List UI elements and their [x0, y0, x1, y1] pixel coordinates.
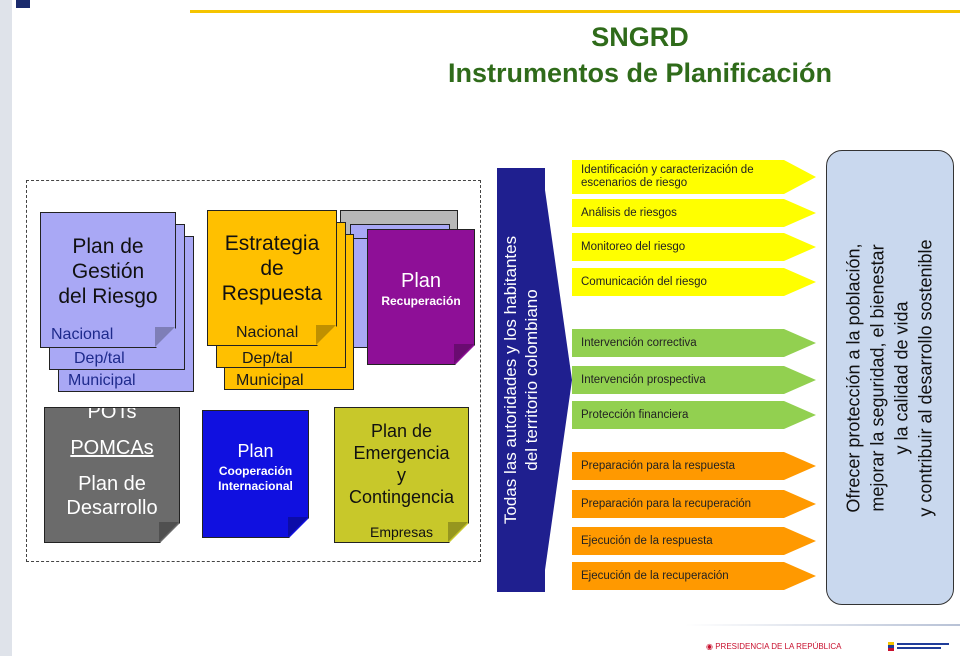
page-subtitle: Instrumentos de Planificación: [447, 58, 833, 88]
emergencia-line1: Plan de: [370, 421, 433, 441]
ordenamiento-line1: POTs: [87, 407, 137, 423]
process-identificacion: Identificación y caracterización de esce…: [572, 160, 816, 194]
ordenamiento-line2: POMCAs: [70, 437, 154, 459]
process-ejecucion-respuesta: Ejecución de la respuesta: [572, 527, 816, 555]
page-title: SNGRD: [591, 22, 689, 52]
emergencia-line2: Emergencia: [353, 443, 450, 463]
plan-gestion-line3: del Riesgo: [58, 285, 158, 308]
process-preparacion-recuperacion: Preparación para la recuperación: [572, 490, 816, 518]
goal-line2: mejorar la seguridad, el bienestar: [868, 243, 889, 512]
plan-recuperacion-line2: Recuperación: [381, 294, 461, 308]
emergencia-sub: Empresas: [369, 524, 434, 540]
footer-org-label: PRESIDENCIA DE LA REPÚBLICA: [715, 642, 842, 651]
plan-recuperacion-card: Plan Recuperación: [367, 229, 475, 365]
goal-line1: Ofrecer protección a la población,: [844, 242, 865, 513]
plan-recuperacion-line1: Plan: [400, 270, 442, 292]
process-intervencion-correctiva: Intervención correctiva: [572, 329, 816, 357]
plan-gestion-level-deptal: Dep/tal: [74, 350, 125, 367]
process-proteccion-financiera: Protección financiera: [572, 401, 816, 429]
goal-line4: y contribuir al desarrollo sostenible: [916, 238, 937, 517]
emergencia-line4: Contingencia: [348, 487, 455, 507]
plan-gestion-level-municipal: Municipal: [68, 372, 136, 389]
process-preparacion-respuesta: Preparación para la respuesta: [572, 452, 816, 480]
process-analisis: Análisis de riesgos: [572, 199, 816, 227]
ordenamiento-line3: Plan de: [78, 473, 146, 495]
process-monitoreo: Monitoreo del riesgo: [572, 233, 816, 261]
cooperacion-line2: Cooperación: [218, 464, 293, 478]
estrategia-line1: Estrategia: [224, 232, 320, 255]
left-rule: [0, 0, 12, 656]
audience-line2: del territorio colombiano: [522, 289, 541, 471]
process-intervencion-prospectiva: Intervención prospectiva: [572, 366, 816, 394]
cooperacion-card: Plan Cooperación Internacional: [202, 410, 309, 538]
plan-gestion-level-nacional: Nacional: [51, 326, 114, 343]
estrategia-level-municipal: Municipal: [236, 372, 304, 389]
estrategia-level-nacional: Nacional: [236, 324, 299, 341]
footer-rule: [685, 624, 960, 626]
estrategia-line2: de: [260, 257, 284, 280]
goal-line3: y la calidad de vida: [892, 300, 913, 455]
ordenamiento-card: POTs POMCAs Plan de Desarrollo: [44, 407, 180, 543]
process-ejecucion-recuperacion: Ejecución de la recuperación: [572, 562, 816, 590]
footer-org-text: ◉ PRESIDENCIA DE LA REPÚBLICA: [706, 642, 841, 651]
process-comunicacion: Comunicación del riesgo: [572, 268, 816, 296]
top-rule: [190, 10, 960, 13]
government-logo-icon: [888, 642, 949, 651]
plan-gestion-line1: Plan de: [72, 235, 144, 258]
presidency-seal-icon: ◉: [706, 642, 716, 651]
goal-box: Ofrecer protección a la población, mejor…: [826, 150, 954, 605]
plan-gestion-line2: Gestión: [71, 260, 145, 283]
plan-gestion-card: Plan de Gestión del Riesgo Nacional: [40, 212, 176, 348]
estrategia-card: Estrategia de Respuesta Nacional: [207, 210, 337, 346]
cooperacion-line1: Plan: [237, 441, 274, 461]
ordenamiento-line4: Desarrollo: [66, 497, 158, 519]
estrategia-line3: Respuesta: [221, 282, 323, 305]
audience-line1: Todas las autoridades y los habitantes: [501, 235, 520, 525]
emergencia-line3: y: [397, 465, 406, 485]
audience-text: Todas las autoridades y los habitantes d…: [497, 168, 545, 592]
instruments-frame: [26, 180, 481, 562]
corner-mark: [16, 0, 30, 8]
estrategia-level-deptal: Dep/tal: [242, 350, 293, 367]
cooperacion-line3: Internacional: [218, 479, 293, 493]
emergencia-card: Plan de Emergencia y Contingencia Empres…: [334, 407, 469, 543]
